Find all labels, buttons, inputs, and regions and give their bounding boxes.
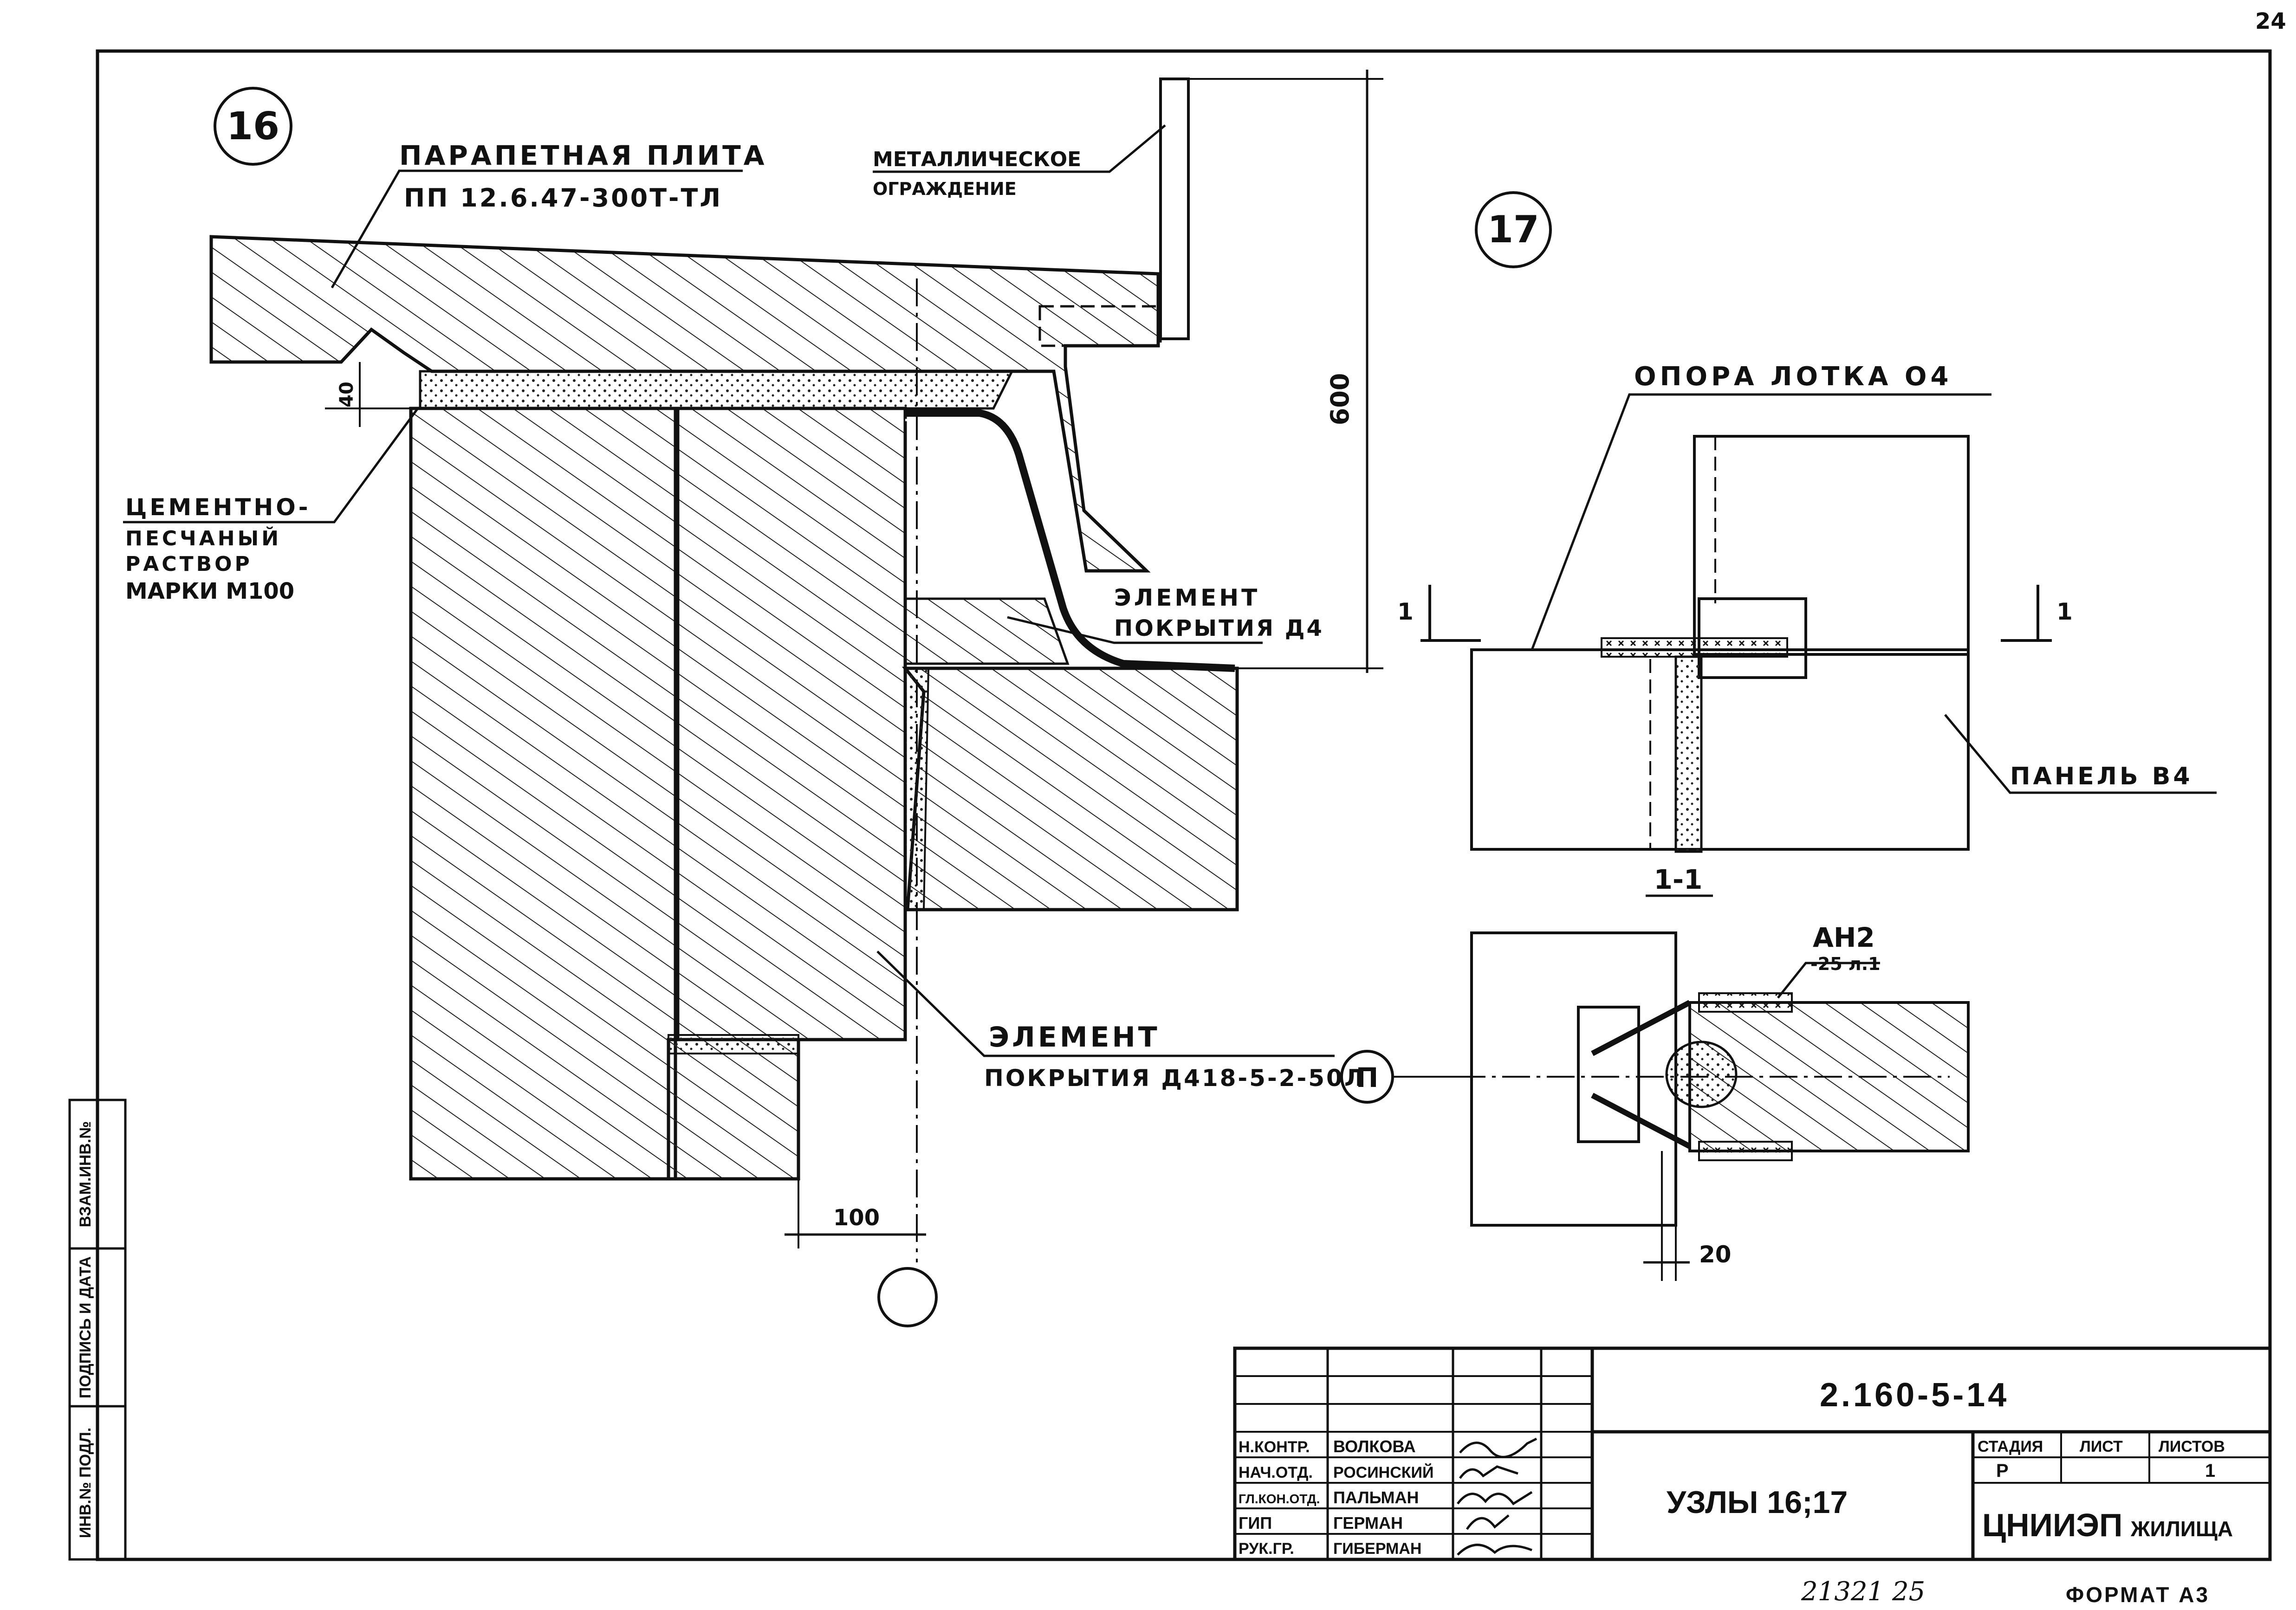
tb-doc-code: 2.160-5-14 [1820,1377,2009,1414]
leader-element-long [876,950,1335,1057]
leader-parapet [331,169,743,289]
footer-inventory: 21321 25 [1801,1577,1925,1607]
dim-40-text: 40 [336,381,357,407]
tb-org: ЦНИИЭП [1982,1507,2122,1543]
support-upper [1693,435,1970,656]
parapet-mark: ПП 12.6.47-300Т-ТЛ [404,183,722,213]
dim-100-text: 100 [833,1205,880,1231]
anchor-sub: -25 л.1 [1810,954,1881,974]
wall-lower-joint [668,1034,799,1054]
panel-label: ПАНЕЛЬ В4 [2010,763,2193,790]
element-d4-line2: ПОКРЫТИЯ Д4 [1114,615,1324,641]
roof-membrane [905,409,1235,672]
tb-sheet-header: ЛИСТ [2080,1438,2123,1455]
wall-lower [667,1038,800,1181]
axis-mark-text: П [1356,1062,1379,1093]
support-label: ОПОРА ЛОТКА О4 [1634,362,1952,392]
plan-rod-bot [1591,1093,1691,1149]
mortar-line3: РАСТВОР [125,552,253,576]
support-leader [1531,393,1991,650]
tb-role-1: НАЧ.ОТД. [1239,1464,1313,1481]
side-stamp: ИНВ.№ ПОДЛ. ПОДПИСЬ И ДАТА ВЗАМ.ИНВ.№ [68,1099,127,1561]
tb-stage: Р [1996,1461,2009,1481]
cut-right-mark: 1 [2056,598,2073,625]
signature-3 [1466,1514,1510,1530]
element-long-line2: ПОКРЫТИЯ Д418-5-2-50Л [984,1065,1365,1092]
tb-sheets-header: ЛИСТОВ [2159,1438,2225,1455]
title-block: 2.160-5-14 УЗЛЫ 16;17 СТАДИЯ ЛИСТ ЛИСТОВ… [1233,1346,2272,1561]
signature-4 [1457,1544,1532,1556]
plan-anchor-bot [1698,1141,1793,1161]
stamp-replaced-inv: ВЗАМ.ИНВ.№ [77,1121,94,1228]
panel-outline [1470,648,1970,851]
railing-line1: МЕТАЛЛИЧЕСКОЕ [873,148,1081,171]
stamp-inv-orig: ИНВ.№ ПОДЛ. [77,1428,94,1538]
leader-mortar [123,407,419,524]
plan-bracket [1577,1006,1640,1143]
plan-weld [1665,1041,1738,1108]
parapet-title: ПАРАПЕТНАЯ ПЛИТА [399,140,767,171]
tb-name-4: ГИБЕРМАН [1333,1540,1422,1558]
sheet-frame [96,49,2272,1561]
node-16-number: 16 [227,104,279,149]
tb-name-1: РОСИНСКИЙ [1333,1463,1433,1481]
fill-wedge [904,597,1070,665]
tb-title: УЗЛЫ 16;17 [1667,1485,1848,1520]
axis-bubble [877,1267,938,1327]
node-17-number: 17 [1487,208,1539,251]
mortar-line4: МАРКИ М100 [125,578,294,604]
signature-1 [1459,1465,1518,1479]
signature-0 [1459,1437,1537,1458]
mortar-layer [419,370,1014,410]
signature-2 [1457,1491,1533,1506]
plan-left-panel [1470,931,1677,1227]
plan-rod-top [1591,1000,1691,1056]
node-16-bubble [214,87,292,166]
element-long-line1: ЭЛЕМЕНТ [989,1021,1160,1054]
node-16: 16 600 4 [123,70,1458,1327]
railing-post [1159,78,1190,340]
element-d4-line1: ЭЛЕМЕНТ [1114,584,1260,611]
node-17: 17 1 1 ОПОРА ЛОТКА О4 ПАНЕЛЬ В4 1-1 [1397,191,2217,1281]
tb-org-suffix: ЖИЛИЩА [2130,1517,2233,1541]
plan-anchor-top [1698,992,1793,1013]
tb-sheets: 1 [2205,1461,2215,1481]
tb-role-4: РУК.ГР. [1239,1540,1294,1558]
cut-left-mark: 1 [1397,598,1414,625]
leader-element-d4 [1007,616,1263,644]
tb-role-2: ГЛ.КОН.ОТД. [1239,1492,1320,1506]
tb-stage-header: СТАДИЯ [1978,1438,2043,1455]
dim-20-text: 20 [1699,1241,1732,1268]
support-xfill [1601,637,1788,658]
support-stem [1674,655,1703,853]
wall-left [409,407,677,1181]
tb-name-0: ВОЛКОВА [1333,1437,1416,1456]
panel-leader [1944,714,2217,794]
leader-railing [873,124,1166,173]
tb-name-2: ПАЛЬМАН [1333,1488,1419,1507]
section-title: 1-1 [1654,864,1703,895]
stamp-signature-date: ПОДПИСЬ И ДАТА [77,1256,94,1398]
footer-format: ФОРМАТ А3 [2066,1583,2210,1607]
roof-membrane-inner [905,419,1235,679]
tb-role-0: Н.КОНТР. [1239,1438,1310,1456]
tb-role-3: ГИП [1239,1513,1272,1532]
page-number: 24 [2255,8,2286,34]
tb-name-3: ГЕРМАН [1333,1513,1403,1532]
mortar-line2: ПЕСЧАНЫЙ [125,526,281,550]
mortar-line1: ЦЕМЕНТНО- [125,494,311,521]
roof-element-d4 [902,666,1239,912]
wall-right [676,407,907,1041]
anchor-leader [1777,962,1880,999]
anchor-label: АН2 [1813,922,1875,953]
dim-600-text: 600 [1325,373,1355,426]
railing-line2: ОГРАЖДЕНИЕ [873,179,1017,199]
node-17-bubble [1475,191,1552,268]
